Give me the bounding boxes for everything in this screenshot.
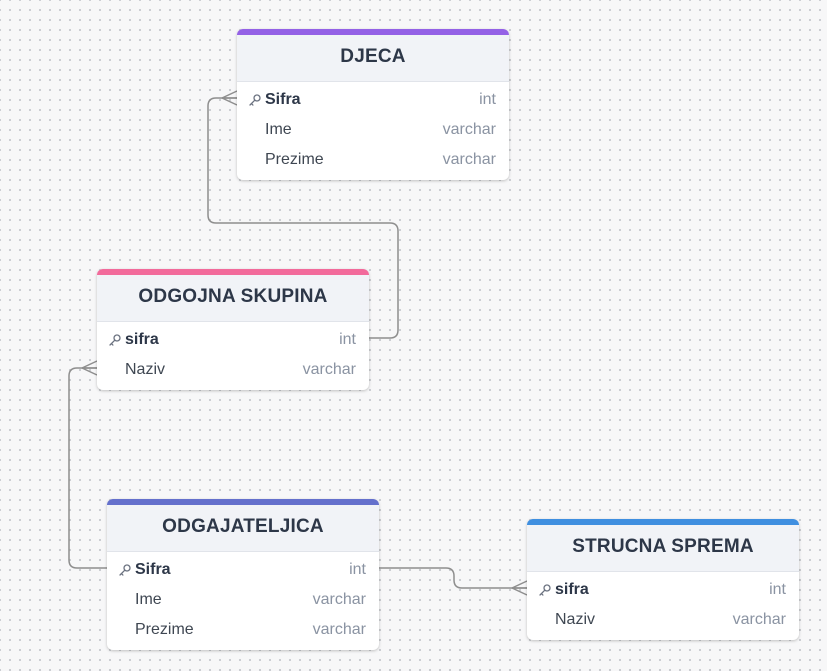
crowfoot-strucna-sprema (511, 580, 528, 596)
key-icon (249, 94, 261, 106)
column-name: Sifra (265, 91, 301, 108)
column-name: sifra (555, 581, 589, 598)
column-type: int (769, 581, 786, 598)
table-header-strucna-sprema[interactable]: STRUCNA SPREMA (527, 519, 799, 572)
column-row-sifra[interactable]: Sifra int (237, 85, 509, 115)
column-type: int (479, 91, 496, 108)
crowfoot-djeca (221, 90, 238, 106)
column-row-naziv[interactable]: Naziv varchar (97, 355, 369, 385)
key-icon (539, 584, 551, 596)
connector-odgojna-skupina-djeca[interactable] (207, 97, 399, 339)
column-row-sifra[interactable]: sifra int (527, 575, 799, 605)
key-icon (109, 334, 121, 346)
column-row-prezime[interactable]: Prezime varchar (107, 615, 379, 645)
column-row-sifra[interactable]: Sifra int (107, 555, 379, 585)
column-type: varchar (442, 121, 496, 138)
column-type: int (349, 561, 366, 578)
column-name: Prezime (265, 151, 324, 168)
column-type: varchar (732, 611, 786, 628)
column-row-prezime[interactable]: Prezime varchar (237, 145, 509, 175)
column-name: Naziv (125, 361, 166, 378)
table-odgojna-skupina[interactable]: ODGOJNA SKUPINA sifra int Naziv varchar (97, 269, 369, 390)
column-name: Prezime (135, 621, 194, 638)
column-name: Naziv (555, 611, 596, 628)
column-type: varchar (312, 621, 366, 638)
table-djeca[interactable]: DJECA Sifra int Ime varchar Prezime varc… (237, 29, 509, 180)
column-type: varchar (442, 151, 496, 168)
connector-odgajateljica-odgojna-skupina[interactable] (68, 367, 107, 569)
column-type: int (339, 331, 356, 348)
column-row-sifra[interactable]: sifra int (97, 325, 369, 355)
table-strucna-sprema[interactable]: STRUCNA SPREMA sifra int Naziv varchar (527, 519, 799, 640)
column-row-ime[interactable]: Ime varchar (237, 115, 509, 145)
column-name: sifra (125, 331, 159, 348)
column-row-ime[interactable]: Ime varchar (107, 585, 379, 615)
column-name: Ime (265, 121, 292, 138)
column-row-naziv[interactable]: Naziv varchar (527, 605, 799, 635)
table-header-djeca[interactable]: DJECA (237, 29, 509, 82)
key-icon (119, 564, 131, 576)
column-type: varchar (302, 361, 356, 378)
crowfoot-odgojna-skupina (81, 360, 98, 376)
table-header-odgojna-skupina[interactable]: ODGOJNA SKUPINA (97, 269, 369, 322)
column-type: varchar (312, 591, 366, 608)
connector-odgajateljica-strucna-sprema[interactable] (379, 567, 527, 589)
table-odgajateljica[interactable]: ODGAJATELJICA Sifra int Ime varchar Prez… (107, 499, 379, 650)
column-name: Sifra (135, 561, 171, 578)
column-name: Ime (135, 591, 162, 608)
table-header-odgajateljica[interactable]: ODGAJATELJICA (107, 499, 379, 552)
